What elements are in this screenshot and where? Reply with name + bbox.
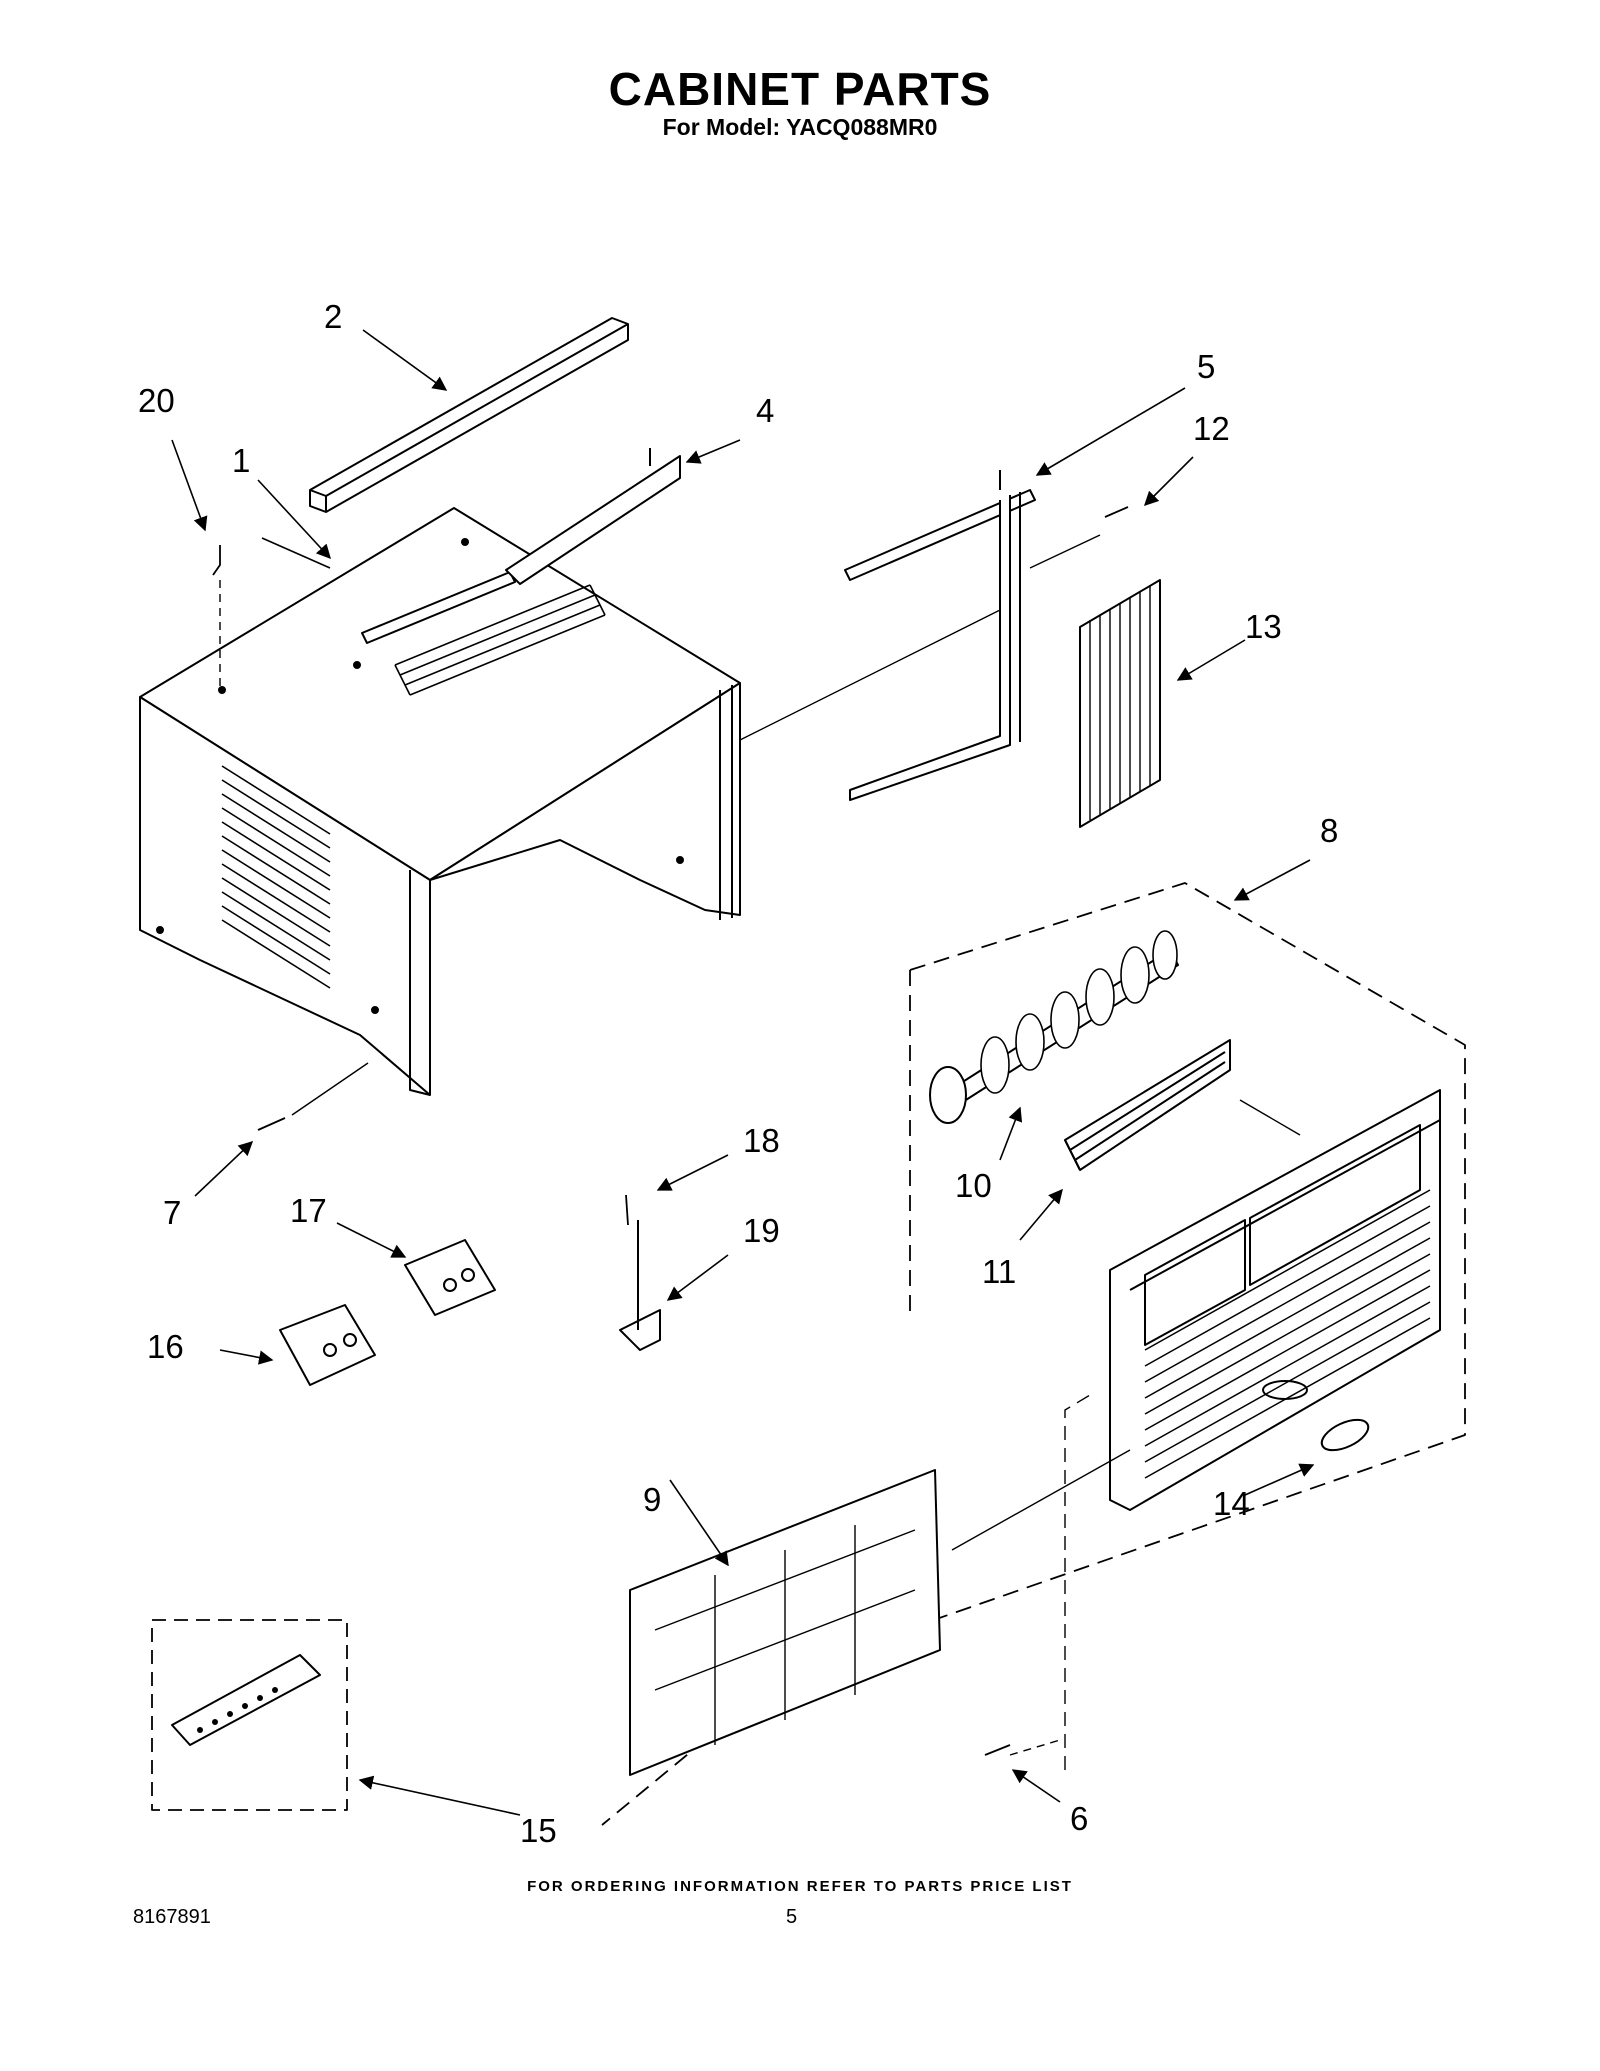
callout-13: 13 — [1245, 608, 1282, 645]
front-grille — [1109, 1089, 1441, 1511]
callout-12: 12 — [1193, 410, 1230, 447]
callout-labels: 1 2 4 5 6 7 8 9 10 11 12 13 14 15 16 17 … — [138, 298, 1338, 1849]
callout-1: 1 — [232, 442, 250, 479]
alignment-lines — [219, 534, 1301, 1770]
side-frame — [844, 470, 1036, 801]
remote-box — [151, 1619, 348, 1811]
remote-control — [171, 1654, 321, 1746]
callout-18: 18 — [743, 1122, 780, 1159]
callout-8: 8 — [1320, 812, 1338, 849]
ordering-note: FOR ORDERING INFORMATION REFER TO PARTS … — [527, 1878, 1073, 1895]
callout-4: 4 — [756, 392, 774, 429]
top-rail — [309, 317, 629, 513]
callout-2: 2 — [324, 298, 342, 335]
callout-11: 11 — [982, 1253, 1016, 1290]
model-subtitle: For Model: YACQ088MR0 — [662, 114, 938, 140]
accordion-panel — [1079, 579, 1161, 828]
page-number: 5 — [786, 1906, 798, 1928]
blower-wheel — [929, 930, 1179, 1124]
callout-19: 19 — [743, 1212, 780, 1249]
callout-7: 7 — [163, 1194, 181, 1231]
callout-14: 14 — [1213, 1485, 1250, 1522]
mounting-bracket-16 — [279, 1304, 376, 1386]
callout-6: 6 — [1070, 1800, 1088, 1837]
callout-17: 17 — [290, 1192, 327, 1229]
louver-assembly — [1064, 1039, 1231, 1171]
support-bracket — [619, 1220, 661, 1351]
callout-15: 15 — [520, 1812, 557, 1849]
cabinet-wrapper — [139, 507, 741, 1096]
bracket-strip — [505, 448, 681, 585]
air-filter — [629, 1469, 941, 1776]
document-number: 8167891 — [133, 1906, 211, 1928]
callout-20: 20 — [138, 382, 175, 419]
callout-arrows — [171, 329, 1315, 1816]
callout-5: 5 — [1197, 348, 1215, 385]
callout-9: 9 — [643, 1481, 661, 1518]
badge — [1320, 1418, 1370, 1452]
screws — [212, 506, 1129, 1756]
callout-10: 10 — [955, 1167, 992, 1204]
callout-16: 16 — [147, 1328, 184, 1365]
page-title: CABINET PARTS — [608, 63, 992, 115]
mounting-bracket-17 — [404, 1239, 496, 1316]
